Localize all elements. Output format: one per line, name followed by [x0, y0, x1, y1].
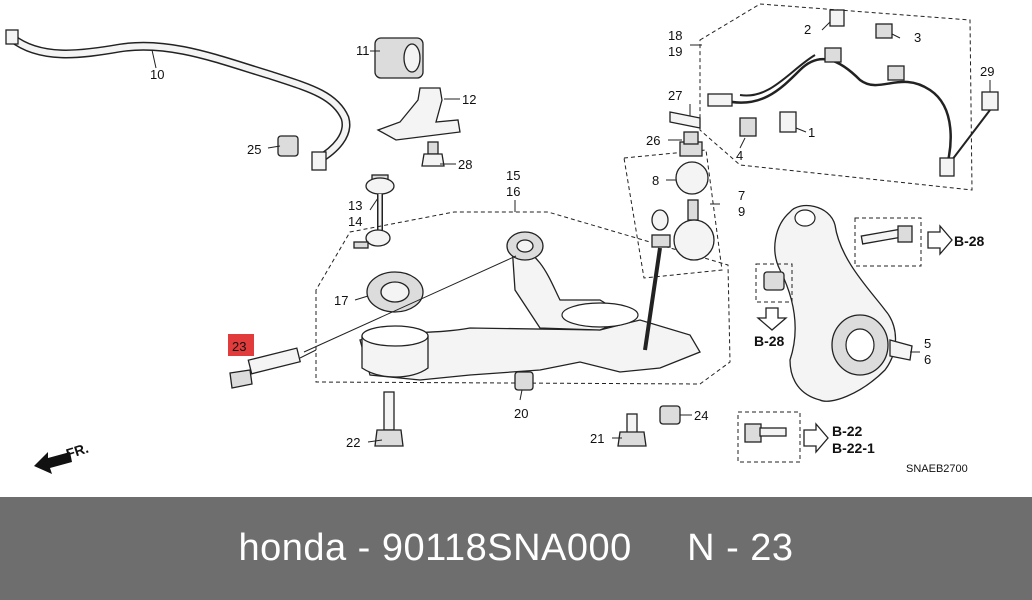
lower-control-arm [359, 231, 701, 381]
label-part-17: 17 [334, 293, 348, 308]
ref-b28-left: B-28 [754, 333, 785, 349]
parts-diagram: 11 12 28 25 10 13 14 15 16 17 23 20 22 2… [5, 3, 999, 475]
compliance-bushing-17 [366, 271, 424, 313]
label-part-26: 26 [646, 133, 660, 148]
label-part-10: 10 [150, 67, 164, 82]
label-part-16: 16 [506, 184, 520, 199]
bolt-box-b28-top [854, 217, 922, 267]
label-part-2: 2 [804, 22, 811, 37]
highlight-box [228, 334, 254, 356]
flange-bolt-28 [421, 141, 445, 167]
front-arrow-icon [34, 452, 72, 474]
stabilizer-link [353, 174, 395, 249]
lower-arm-group-box [315, 211, 731, 385]
label-part-22: 22 [346, 435, 360, 450]
label-part-5: 5 [924, 336, 931, 351]
label-part-23: 23 [232, 339, 246, 354]
bolt-box-b28-left [755, 263, 793, 303]
steering-knuckle [774, 204, 913, 402]
wheel-speed-sensor [707, 9, 999, 177]
diagram-code: SNAEB2700 [906, 463, 968, 475]
footer-caption: honda - 90118SNA000 N - 23 [238, 527, 794, 569]
label-part-27: 27 [668, 88, 682, 103]
ref-b221: B-22-1 [832, 440, 875, 456]
label-part-3: 3 [914, 30, 921, 45]
flange-nut-24 [659, 405, 681, 425]
dust-cover-clip [669, 111, 701, 145]
label-part-7: 7 [738, 188, 745, 203]
stabilizer-bar [5, 29, 351, 171]
ball-joint [643, 141, 715, 351]
knuckle-bolt-upper [860, 225, 913, 245]
label-part-25: 25 [247, 142, 261, 157]
label-part-15: 15 [506, 168, 520, 183]
knuckle-bolt-lower [744, 423, 787, 443]
flange-bolt-23 [229, 347, 317, 389]
label-part-13: 13 [348, 198, 362, 213]
label-part-20: 20 [514, 406, 528, 421]
label-part-18: 18 [668, 28, 682, 43]
arrow-b22-icon [803, 422, 829, 454]
flange-bolt-21 [617, 413, 647, 447]
footer-bar: honda - 90118SNA000 N - 23 [0, 497, 1032, 600]
label-part-29: 29 [980, 64, 994, 79]
flange-nut-20 [514, 371, 534, 391]
bushing-holder [376, 87, 461, 141]
stabilizer-bushing [374, 37, 424, 79]
arrow-b28-left-icon [756, 307, 788, 331]
ref-b22: B-22 [832, 423, 863, 439]
flange-nut-25 [277, 135, 299, 157]
label-part-19: 19 [668, 44, 682, 59]
label-part-8: 8 [652, 173, 659, 188]
knuckle-nut [763, 271, 785, 291]
label-part-12: 12 [462, 92, 476, 107]
label-part-9: 9 [738, 204, 745, 219]
ref-b28-top: B-28 [954, 233, 985, 249]
label-part-1: 1 [808, 125, 815, 140]
lower-arm-bushing-ring [361, 325, 429, 378]
label-part-21: 21 [590, 431, 604, 446]
sensor-box [699, 3, 973, 191]
direction-label: FR. [64, 440, 90, 462]
label-part-24: 24 [694, 408, 708, 423]
bolt-box-b22 [737, 411, 801, 463]
label-part-6: 6 [924, 352, 931, 367]
ball-joint-box [623, 149, 723, 279]
label-part-4: 4 [736, 148, 743, 163]
label-part-14: 14 [348, 214, 362, 229]
arrow-b28-top-icon [927, 224, 953, 256]
label-part-28: 28 [458, 157, 472, 172]
leader-lines [151, 21, 991, 443]
label-part-11: 11 [356, 43, 370, 58]
part-labels: 11 12 28 25 10 13 14 15 16 17 23 20 22 2… [64, 22, 994, 475]
flange-bolt-22 [374, 391, 404, 447]
